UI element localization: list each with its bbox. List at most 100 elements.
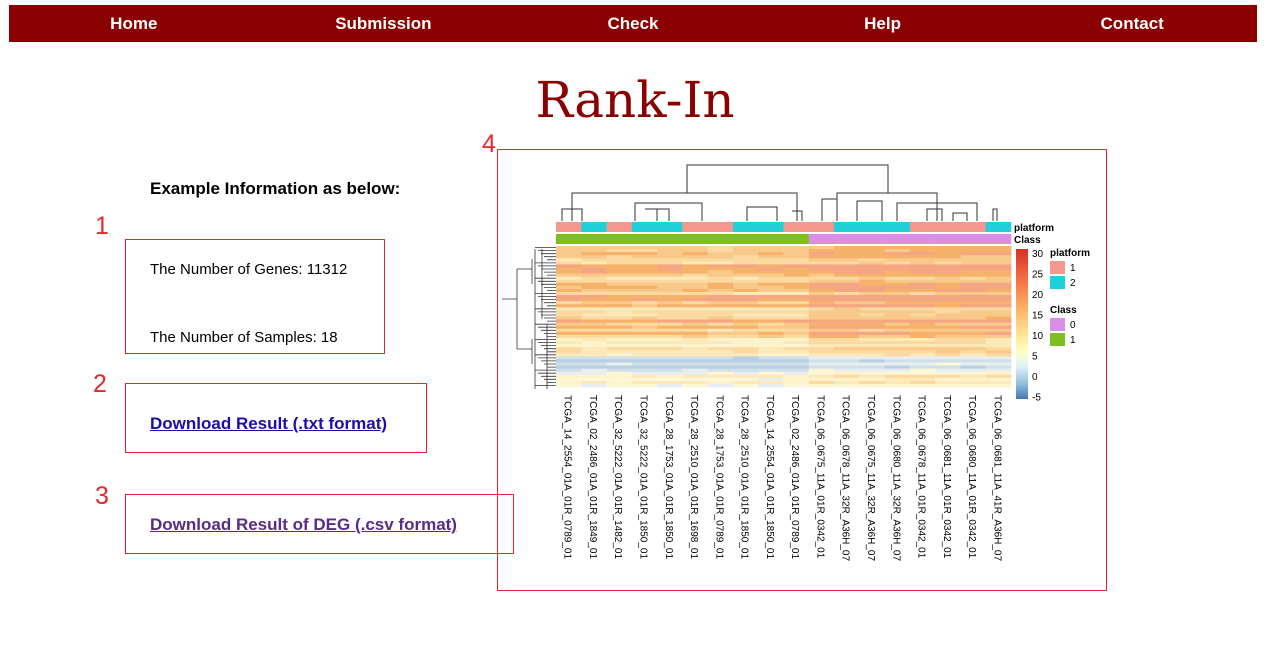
heat-cell bbox=[783, 301, 810, 305]
heat-cell bbox=[884, 252, 911, 256]
class-cell bbox=[834, 234, 860, 244]
heat-cell bbox=[859, 282, 886, 287]
heat-cell bbox=[783, 282, 810, 287]
nav-help[interactable]: Help bbox=[864, 13, 901, 33]
heat-cell bbox=[606, 359, 633, 363]
heat-cell bbox=[556, 341, 582, 345]
heat-cell bbox=[581, 310, 607, 314]
heat-cell bbox=[758, 270, 784, 274]
heat-cell bbox=[834, 371, 860, 376]
scale-tick-label: -5 bbox=[1032, 393, 1041, 404]
heat-cell bbox=[606, 344, 633, 348]
heat-cell bbox=[935, 371, 961, 376]
platform-cell bbox=[834, 222, 860, 232]
heat-cell bbox=[859, 310, 886, 314]
heat-cell bbox=[834, 328, 860, 333]
heat-cell bbox=[581, 282, 607, 287]
heat-cell bbox=[783, 368, 810, 373]
heat-cell bbox=[985, 261, 1012, 265]
heat-cell bbox=[859, 353, 886, 357]
heat-cell bbox=[657, 334, 683, 339]
heat-cell bbox=[682, 304, 709, 308]
heat-cell bbox=[960, 261, 987, 265]
heat-cell bbox=[732, 298, 759, 302]
nav-check[interactable]: Check bbox=[607, 13, 659, 33]
heat-cell bbox=[909, 356, 936, 360]
scale-tick-label: 20 bbox=[1032, 290, 1044, 301]
heat-cell bbox=[834, 362, 860, 366]
heat-cell bbox=[859, 374, 886, 379]
heat-cell bbox=[985, 325, 1012, 330]
heat-cell bbox=[834, 368, 860, 373]
heat-cell bbox=[581, 298, 607, 302]
heat-cell bbox=[783, 295, 810, 299]
heat-cell bbox=[935, 255, 961, 259]
heat-cell bbox=[606, 328, 633, 333]
heat-cell bbox=[556, 285, 582, 290]
heat-cell bbox=[556, 282, 582, 287]
heat-cell bbox=[657, 246, 683, 250]
heat-cell bbox=[985, 331, 1012, 336]
heat-cell bbox=[808, 383, 835, 388]
heat-cell bbox=[834, 261, 860, 265]
scale-tick-label: 15 bbox=[1032, 311, 1044, 322]
heat-cell bbox=[884, 264, 911, 268]
heat-cell bbox=[581, 322, 607, 327]
heat-cell bbox=[707, 368, 734, 373]
heat-cell bbox=[758, 374, 784, 379]
heat-cell bbox=[960, 365, 987, 370]
heat-cell bbox=[960, 258, 987, 262]
heat-cell bbox=[935, 252, 961, 256]
heat-cell bbox=[884, 331, 911, 336]
heat-cell bbox=[732, 304, 759, 308]
heat-cell bbox=[985, 350, 1012, 354]
heat-cell bbox=[960, 310, 987, 314]
heat-cell bbox=[909, 380, 936, 385]
heat-cell bbox=[884, 362, 911, 366]
heat-cell bbox=[707, 328, 734, 333]
heat-cell bbox=[783, 291, 810, 296]
heat-cell bbox=[581, 246, 607, 250]
legend-class-0-swatch bbox=[1050, 318, 1065, 331]
heat-cell bbox=[707, 298, 734, 302]
heat-cell bbox=[682, 288, 709, 293]
heat-cell bbox=[909, 295, 936, 299]
heat-cell bbox=[935, 362, 961, 366]
download-txt-link[interactable]: Download Result (.txt format) bbox=[150, 414, 388, 433]
heat-cell bbox=[631, 347, 658, 351]
heat-cell bbox=[808, 301, 835, 305]
nav-contact[interactable]: Contact bbox=[1100, 13, 1164, 33]
heat-cell bbox=[884, 344, 911, 348]
download-deg-link[interactable]: Download Result of DEG (.csv format) bbox=[150, 515, 457, 534]
heat-cell bbox=[884, 276, 911, 281]
heat-cell bbox=[758, 285, 784, 290]
heat-cell bbox=[960, 328, 987, 333]
heat-cell bbox=[808, 298, 835, 302]
heat-cell bbox=[682, 356, 709, 360]
heat-cell bbox=[909, 362, 936, 366]
heat-cell bbox=[909, 371, 936, 376]
heat-cell bbox=[682, 313, 709, 317]
platform-cell bbox=[581, 222, 607, 232]
nav-home[interactable]: Home bbox=[110, 13, 158, 33]
heat-cell bbox=[960, 307, 987, 311]
heat-cell bbox=[657, 322, 683, 327]
heat-cell bbox=[606, 313, 633, 317]
heat-cell bbox=[732, 276, 759, 281]
heat-cell bbox=[606, 362, 633, 366]
heat-cell bbox=[960, 255, 987, 259]
heat-cell bbox=[960, 371, 987, 376]
heat-cell bbox=[909, 264, 936, 268]
heat-cell bbox=[758, 331, 784, 336]
heat-cell bbox=[834, 350, 860, 354]
heat-cell bbox=[960, 313, 987, 317]
heat-cell bbox=[556, 313, 582, 317]
heat-cell bbox=[631, 288, 658, 293]
heat-cell bbox=[935, 350, 961, 354]
platform-cell bbox=[783, 222, 810, 232]
heat-cell bbox=[657, 270, 683, 274]
platform-cell bbox=[556, 222, 582, 232]
annotation-number-1: 1 bbox=[95, 212, 109, 240]
nav-submission[interactable]: Submission bbox=[335, 13, 432, 33]
heat-cell bbox=[682, 353, 709, 357]
